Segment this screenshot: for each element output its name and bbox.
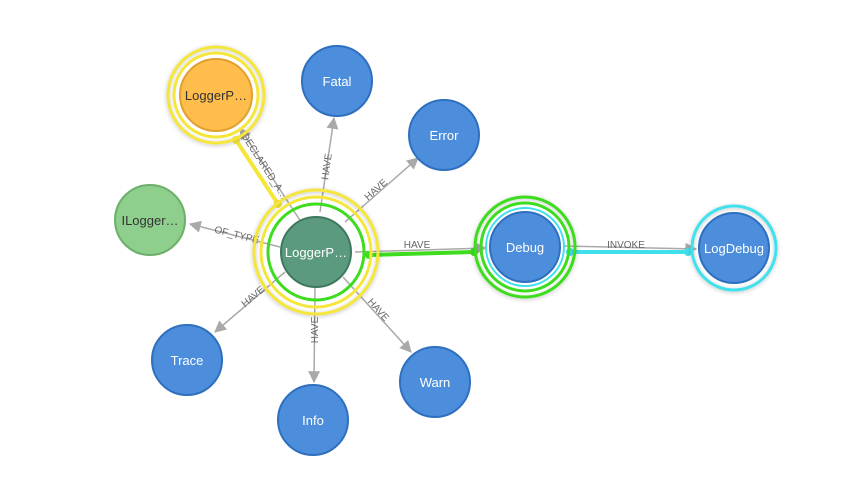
node-label-center: LoggerP…	[285, 245, 347, 260]
node-label-logdebug: LogDebug	[704, 241, 764, 256]
edge-label-have-trace: HAVE	[240, 284, 268, 310]
edge-label-invoke: INVOKE	[607, 240, 645, 251]
node-circle	[151, 324, 223, 396]
node-trace[interactable]: Trace	[151, 324, 223, 396]
node-info[interactable]: Info	[277, 384, 349, 456]
edge-label-have-error: HAVE	[363, 177, 390, 203]
edge-have-debug[interactable]: HAVE	[354, 240, 488, 259]
node-label-ilogger: ILogger…	[121, 213, 178, 228]
nodes-layer: LoggerP… ILogger… Fatal Error Trace Info	[114, 45, 778, 456]
node-circle	[280, 216, 352, 288]
node-loggerp-top[interactable]: LoggerP…	[166, 45, 266, 145]
node-label-info: Info	[302, 413, 324, 428]
node-center-loggerp[interactable]: LoggerP…	[252, 188, 380, 316]
edge-invoke[interactable]: INVOKE	[562, 240, 698, 256]
node-ilogger[interactable]: ILogger…	[114, 184, 186, 256]
edge-label-declared: DECLARED_A…	[239, 131, 290, 201]
node-circle	[277, 384, 349, 456]
node-warn[interactable]: Warn	[399, 346, 471, 418]
node-label-debug: Debug	[506, 240, 544, 255]
node-fatal[interactable]: Fatal	[301, 45, 373, 117]
node-debug[interactable]: Debug	[473, 195, 577, 299]
node-label-warn: Warn	[420, 375, 451, 390]
node-circle	[114, 184, 186, 256]
node-circle	[179, 58, 253, 132]
node-label-fatal: Fatal	[323, 74, 352, 89]
edge-label-have-debug: HAVE	[404, 240, 431, 251]
node-circle	[301, 45, 373, 117]
node-error[interactable]: Error	[408, 99, 480, 171]
edge-have-info[interactable]: HAVE	[308, 286, 321, 384]
edge-label-have-fatal: HAVE	[320, 152, 335, 180]
node-label-loggerp-top: LoggerP…	[185, 88, 247, 103]
edge-label-have-info: HAVE	[310, 316, 321, 343]
edge-label-have-warn: HAVE	[365, 297, 391, 324]
node-circle	[489, 211, 561, 283]
edge-have-warn[interactable]: HAVE	[342, 276, 412, 353]
edge-have-trace[interactable]: HAVE	[214, 271, 286, 333]
node-logdebug[interactable]: LogDebug	[690, 204, 778, 292]
node-circle	[698, 212, 770, 284]
node-circle	[399, 346, 471, 418]
node-label-trace: Trace	[171, 353, 204, 368]
node-circle	[408, 99, 480, 171]
node-label-error: Error	[430, 128, 460, 143]
